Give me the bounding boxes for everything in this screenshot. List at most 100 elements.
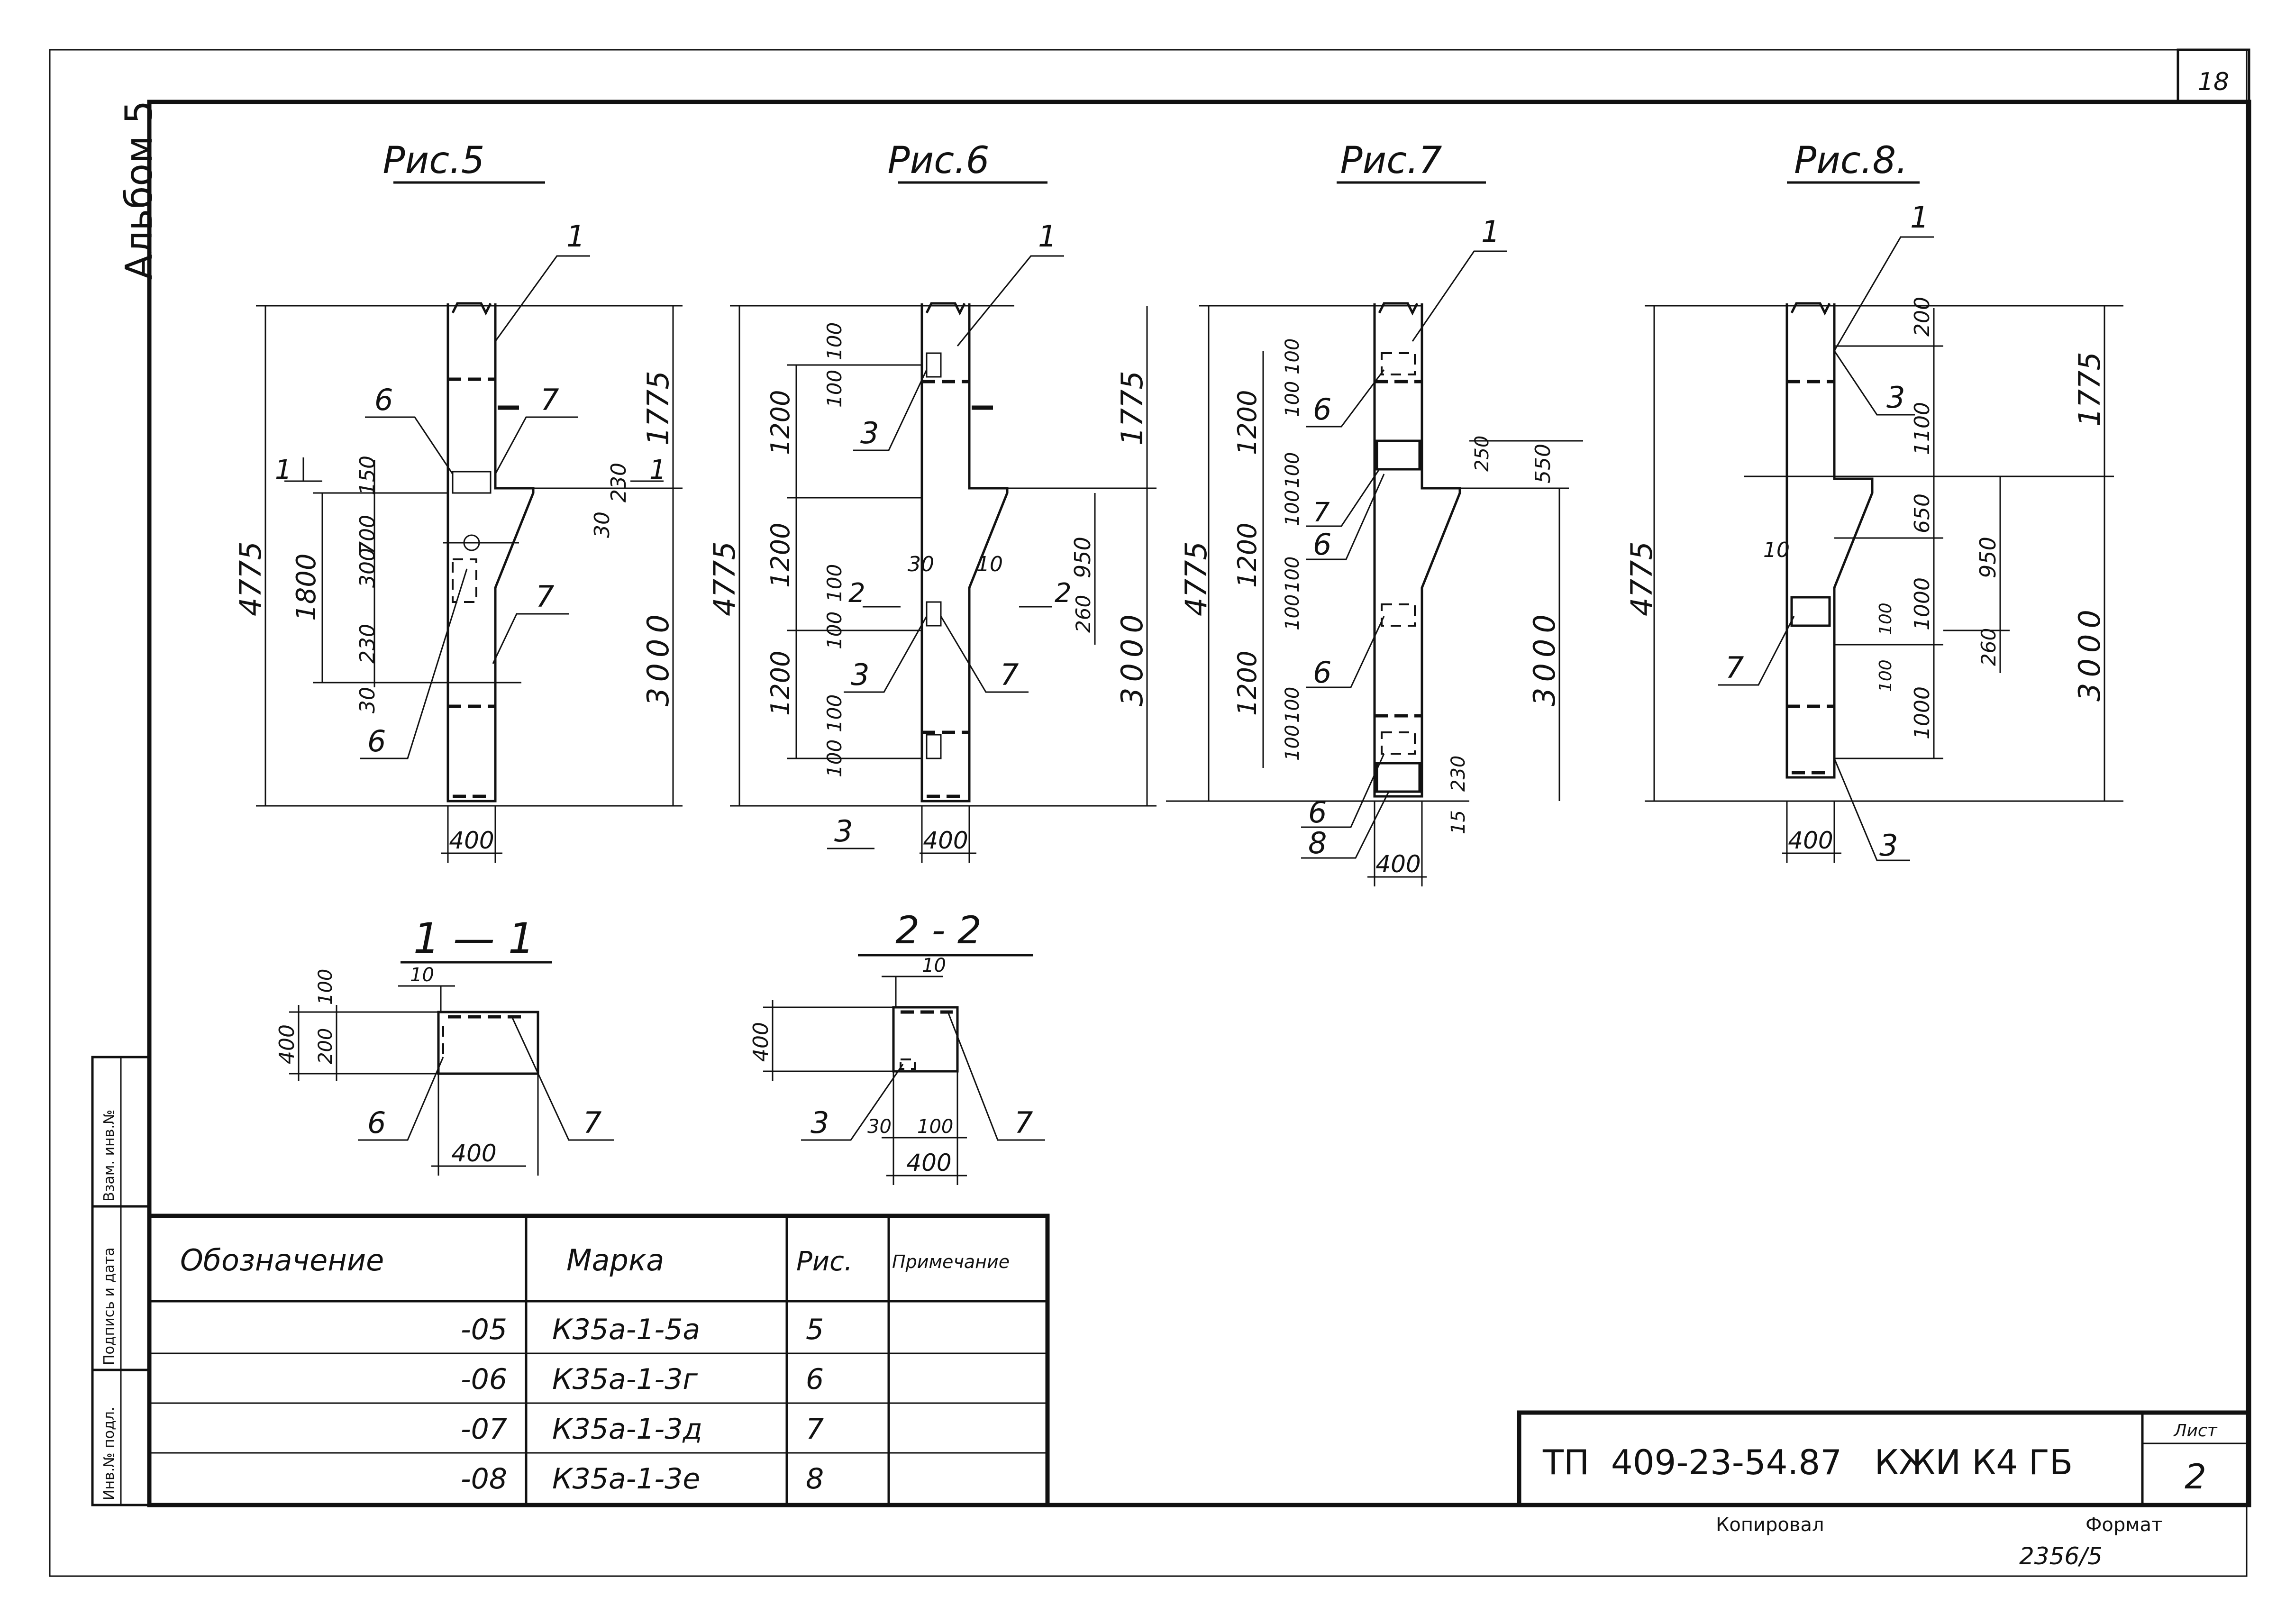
- title-block: ТП 409-23-54.87 КЖИ К4 ГБ Лист 2: [1517, 1410, 2251, 1507]
- fig7-dim-d100b: 100: [1282, 725, 1303, 761]
- fig8-dim-r1100: 1100: [1910, 402, 1934, 455]
- spec-header-fig: Рис.: [796, 1246, 853, 1277]
- fig7-dim-s3: 1200: [1232, 651, 1262, 716]
- fig8-dim-width: 400: [1788, 827, 1833, 854]
- fig7-dim-r550: 550: [1531, 444, 1555, 484]
- fig5-dim-width: 400: [449, 827, 494, 854]
- fig5-dim-230a: 230: [355, 624, 380, 664]
- section-1-1-outline: [437, 1011, 539, 1075]
- fig7-label-6b: 6: [1313, 527, 1331, 562]
- fig7-dim-a100b: 100: [1282, 381, 1303, 417]
- fig5-section-mark-right: 1: [649, 455, 666, 485]
- fig8-title: Рис.8.: [1794, 139, 1908, 182]
- fig8-dim-r200: 200: [1910, 297, 1934, 337]
- fig5-dim-zone: 1800: [291, 553, 322, 621]
- fig7-dim-r250: 250: [1471, 436, 1493, 472]
- figure-6: Рис.6 4775 1200 1200 1200 100 100 30 10 …: [707, 139, 1157, 863]
- section-1-1-title: 1 — 1: [413, 914, 535, 963]
- fig6-dim-c100: 100: [823, 694, 846, 732]
- spec-row-fig: 8: [806, 1462, 824, 1496]
- fig7-dim-d100: 100: [1282, 687, 1303, 723]
- fig7-dim-total: 4775: [1179, 541, 1213, 616]
- fig8-dim-r1000b: 1000: [1910, 686, 1934, 739]
- fig7-label-6a: 6: [1313, 392, 1331, 427]
- fig6-dim-b10: 10: [976, 552, 1003, 576]
- stamp-inv-podl: Инв.№ подл.: [101, 1407, 118, 1500]
- fig7-dim-s1: 1200: [1232, 390, 1262, 455]
- fig5-label-1: 1: [566, 219, 585, 254]
- fig7-label-1: 1: [1481, 214, 1500, 249]
- fig6-dim-total: 4775: [707, 541, 742, 616]
- section-2-2-dim-10: 10: [922, 955, 946, 976]
- fig6-dim-b100b: 100: [823, 611, 846, 649]
- inner-frame: [147, 100, 2251, 1507]
- archive-number: 2356/5: [2019, 1542, 2103, 1570]
- fig7-dim-s2: 1200: [1232, 523, 1262, 588]
- fig8-label-3b: 3: [1879, 828, 1898, 863]
- fig5-dim-150: 150: [355, 456, 380, 495]
- fig6-label-3a: 3: [860, 416, 879, 450]
- fig7-label-6d: 6: [1308, 795, 1327, 830]
- fig8-label-1: 1: [1910, 200, 1929, 235]
- spec-row-fig: 7: [806, 1413, 824, 1446]
- fig5-label-6b: 6: [367, 724, 386, 758]
- fig8-label-7: 7: [1725, 650, 1744, 685]
- spec-row-designation: -07: [461, 1413, 507, 1446]
- spec-row-designation: -06: [461, 1363, 507, 1396]
- fig7-label-8: 8: [1308, 826, 1327, 860]
- section-1-1: 1 — 1 400 100 200 10 400 6 7: [275, 914, 614, 1176]
- fig6-label-7: 7: [1000, 657, 1019, 692]
- fig7-dim-width: 400: [1375, 850, 1421, 878]
- fig7-title: Рис.7: [1340, 139, 1442, 182]
- fig5-dim-300: 300: [355, 548, 380, 588]
- fig6-dim-b950: 950: [1070, 537, 1095, 578]
- spec-header-note: Примечание: [892, 1251, 1010, 1272]
- section-2-2-dim-100: 100: [917, 1116, 953, 1138]
- section-2-2-dim-width: 400: [906, 1149, 951, 1177]
- fig5-dim-30a: 30: [355, 687, 380, 713]
- fig8-dim-r260: 260: [1977, 628, 2000, 666]
- fig6-dim-b260: 260: [1072, 595, 1095, 633]
- spec-header-mark: Марка: [566, 1243, 664, 1277]
- copied-by-label: Копировал: [1716, 1514, 1824, 1536]
- section-1-1-label-7: 7: [583, 1105, 601, 1140]
- fig8-dim-r1000a: 1000: [1910, 577, 1934, 630]
- fig7-label-7: 7: [1313, 497, 1330, 528]
- fig8-dim-r100b: 100: [1876, 659, 1895, 692]
- fig6-label-3b: 3: [851, 657, 869, 692]
- section-1-1-dim-200: 200: [315, 1028, 337, 1064]
- outer-frame: [49, 49, 2248, 1577]
- fig6-dim-s3: 1200: [765, 651, 795, 716]
- fig7-dim-r15: 15: [1448, 810, 1469, 834]
- fig8-dim-r650: 650: [1910, 493, 1934, 533]
- fig8-dim-top: 1775: [2072, 352, 2107, 427]
- section-1-1-dim-width: 400: [451, 1140, 496, 1167]
- fig6-dim-a100: 100: [823, 322, 846, 360]
- fig5-dim-top: 1775: [641, 371, 675, 446]
- fig6-dim-a100b: 100: [823, 370, 846, 408]
- fig5-label-7a: 7: [540, 383, 559, 417]
- section-1-1-dim-10: 10: [410, 964, 434, 986]
- section-1-1-dim-400: 400: [275, 1024, 299, 1064]
- fig7-column: [1373, 302, 1461, 798]
- fig8-label-3a: 3: [1886, 380, 1905, 415]
- spec-row-designation: -05: [461, 1313, 507, 1346]
- left-stamp: Инв.№ подл. Подпись и дата Взам. инв.№: [91, 1056, 151, 1506]
- fig6-dim-s2: 1200: [765, 523, 795, 588]
- fig7-label-6c: 6: [1313, 655, 1331, 690]
- format-label: Формат: [2086, 1514, 2162, 1536]
- fig8-column: [1785, 302, 1874, 779]
- title-block-sheet-number: 2: [2185, 1457, 2206, 1496]
- fig6-label-1: 1: [1038, 219, 1056, 254]
- title-block-code: ТП 409-23-54.87 КЖИ К4 ГБ: [1542, 1442, 2073, 1482]
- fig8-dim-total: 4775: [1624, 541, 1659, 616]
- fig6-label-3c: 3: [834, 814, 853, 848]
- spec-table: Обозначение Марка Рис. Примечание -05 К3…: [147, 1213, 1050, 1507]
- fig7-dim-r230: 230: [1448, 756, 1469, 792]
- spec-header-designation: Обозначение: [180, 1243, 384, 1277]
- section-2-2-dim-400: 400: [749, 1022, 773, 1062]
- fig5-dim-700: 700: [355, 515, 380, 555]
- fig6-section-mark-left: 2: [848, 578, 865, 609]
- fig6-section-mark-right: 2: [1055, 578, 1072, 609]
- fig6-dim-width: 400: [923, 827, 968, 854]
